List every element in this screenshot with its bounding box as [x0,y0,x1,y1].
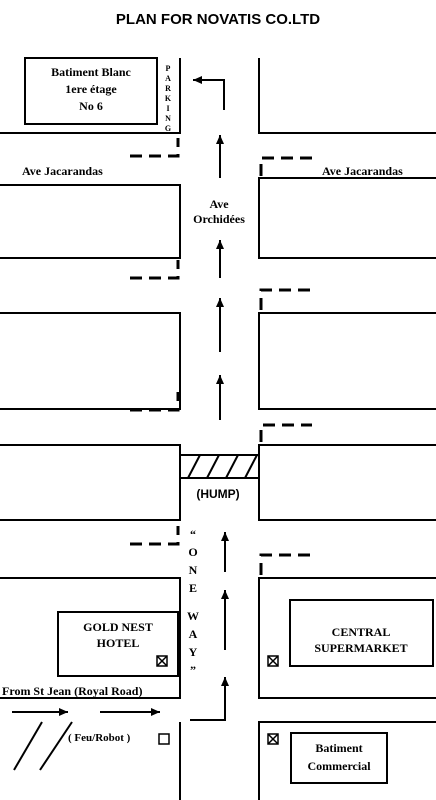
right-block-1-edge [258,58,436,134]
parking-mark-left-3 [130,392,180,412]
gold-nest-x-marker-icon [156,655,168,667]
right-block-3-edge [258,312,436,410]
parking-vertical-label: P A R K I N G [165,64,172,133]
central-supermarket-line-1: CENTRAL [332,625,391,639]
gold-nest-line-1: GOLD NEST [83,620,153,634]
parking-mark-right-3 [259,423,312,442]
right-block-6-edge [258,721,436,800]
one-way-label: “ O N E W A Y ” [187,527,199,677]
central-supermarket-line-2: SUPERMARKET [314,641,407,655]
right-block-2-edge [258,177,436,259]
parking-mark-right-4 [259,553,312,575]
from-st-jean-label: From St Jean (Royal Road) [2,684,142,698]
parking-letter: R [165,84,171,93]
feu-robot-label: ( Feu/Robot ) [68,732,131,744]
left-block-3-edge [0,312,181,410]
parking-markings [130,138,312,575]
one-way-char: ” [190,663,196,677]
right-block-4-edge [258,444,436,521]
parking-letter: N [165,114,171,123]
street-label-jacarandas-right: Ave Jacarandas [322,164,403,178]
batiment-blanc-line-1: Batiment Blanc [51,65,131,79]
one-way-char: E [189,581,197,595]
batiment-commercial-building: Batiment Commercial [290,732,388,784]
hump-box [179,454,260,479]
parking-letter: K [165,94,172,103]
parking-mark-right-1 [259,156,312,176]
one-way-char: O [188,545,197,559]
gold-nest-line-2: HOTEL [97,636,140,650]
arrow-bottom-turn-up [190,677,229,721]
left-block-4-edge [0,444,181,521]
left-block-5-edge [0,577,181,699]
left-block-2-edge [0,184,181,259]
parking-letter: P [166,64,171,73]
one-way-char: N [189,563,198,577]
commercial-x-marker-icon [267,733,279,745]
direction-arrows [12,76,229,721]
batiment-blanc-line-2: 1ere étage [65,82,117,96]
map-title: PLAN FOR NOVATIS CO.LTD [116,11,320,28]
diagonal-road-line-2 [39,721,73,771]
street-edges [0,58,436,800]
left-block-1-edge [0,58,181,134]
one-way-char: W [187,609,199,623]
arrow-top-turn-left [193,76,225,110]
one-way-char: “ [190,527,196,541]
one-way-char: A [189,627,198,641]
parking-letter: A [165,74,171,83]
supermarket-x-marker-icon [267,655,279,667]
parking-letter: G [165,124,171,133]
hump-label: (HUMP) [196,487,239,501]
one-way-char: Y [189,645,198,659]
parking-mark-right-2 [259,288,312,310]
right-block-5-edge [258,577,436,699]
diagonal-road-line-1 [13,721,43,771]
parking-mark-left-2 [130,260,180,280]
parking-mark-left-4 [130,526,180,546]
street-label-orchidees-2: Orchidées [193,212,245,226]
batiment-blanc-building: Batiment Blanc 1ere étage No 6 [24,57,158,125]
batiment-commercial-line-2: Commercial [307,759,371,773]
batiment-commercial-line-1: Batiment [315,741,362,755]
central-supermarket-building: CENTRAL SUPERMARKET [289,599,434,667]
batiment-blanc-line-3: No 6 [79,99,103,113]
parking-mark-left-1 [130,138,180,158]
street-label-jacarandas-left: Ave Jacarandas [22,164,103,178]
speed-hump: (HUMP) [179,454,260,501]
parking-letter: I [166,104,169,113]
boxed-x-markers [156,655,279,745]
street-label-orchidees-1: Ave [209,197,229,211]
feu-robot-marker-icon [158,733,170,745]
